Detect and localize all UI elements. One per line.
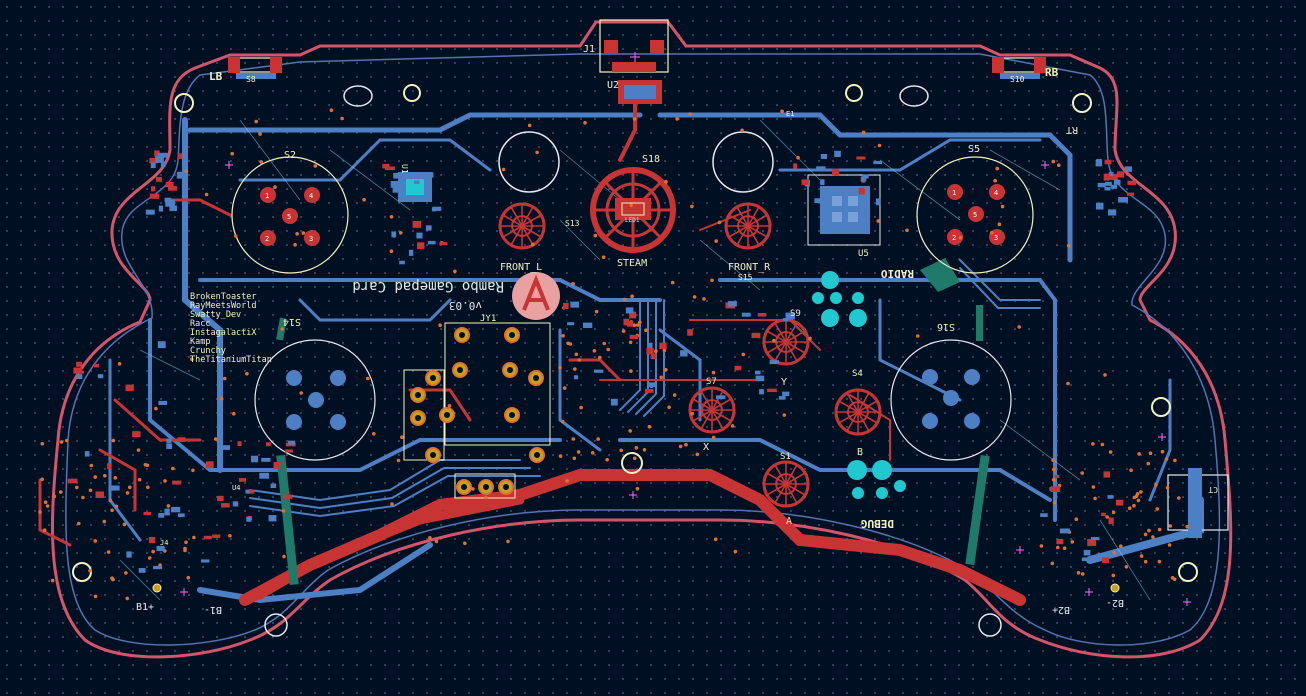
svg-text:1: 1 bbox=[952, 189, 956, 197]
label-s10: S10 bbox=[1010, 75, 1025, 84]
credit-1: BrokenToaster bbox=[190, 292, 257, 302]
label-u2: U2 bbox=[607, 80, 619, 91]
logo-mark bbox=[512, 272, 560, 320]
shoulder-button-s8[interactable] bbox=[228, 57, 282, 79]
joystick-s16[interactable] bbox=[890, 339, 1012, 461]
shoulder-button-s10[interactable] bbox=[992, 57, 1046, 79]
label-b1-minus: B1- bbox=[204, 604, 222, 615]
credit-2: RayMeetsWorld bbox=[190, 301, 257, 311]
x-button[interactable] bbox=[688, 386, 736, 434]
b-button[interactable] bbox=[834, 388, 882, 436]
label-s9: S9 bbox=[790, 309, 801, 319]
label-s7: S7 bbox=[706, 377, 717, 387]
label-y: Y bbox=[781, 377, 787, 388]
front-r-button[interactable] bbox=[724, 202, 772, 250]
credits-list: BrokenToaster RayMeetsWorld Swatty_Dev R… bbox=[190, 292, 272, 365]
credit-8: TheTitaniumTitan bbox=[190, 355, 272, 365]
board-outline-inner bbox=[65, 53, 1221, 646]
label-u5: U5 bbox=[858, 249, 869, 259]
label-s4: S4 bbox=[852, 369, 863, 379]
svg-text:1: 1 bbox=[265, 192, 269, 200]
a-button[interactable] bbox=[762, 460, 810, 508]
credit-3: Swatty_Dev bbox=[190, 310, 241, 320]
steam-button-s18[interactable] bbox=[590, 167, 676, 253]
label-b1-plus: B1+ bbox=[136, 602, 154, 613]
chip-u2[interactable] bbox=[618, 80, 662, 104]
svg-text:5: 5 bbox=[973, 211, 977, 219]
teal-zones bbox=[276, 258, 990, 586]
label-a: A bbox=[786, 516, 792, 527]
label-s1: S1 bbox=[780, 452, 791, 462]
label-j4: J4 bbox=[160, 539, 168, 547]
credit-4: Racc bbox=[190, 319, 210, 329]
header-pads[interactable] bbox=[410, 327, 545, 495]
label-led1: LED1 bbox=[625, 217, 640, 224]
svg-text:5: 5 bbox=[287, 213, 291, 221]
chip-u1[interactable] bbox=[398, 172, 432, 202]
label-e1: E1 bbox=[786, 110, 794, 118]
label-s2: S2 bbox=[284, 150, 296, 161]
red-buttons[interactable] bbox=[498, 202, 882, 508]
label-j1: J1 bbox=[583, 44, 595, 55]
button-cluster-s2[interactable] bbox=[231, 156, 349, 274]
label-b2-plus: B2+ bbox=[1052, 604, 1070, 615]
credit-5: InstagalactiX bbox=[190, 328, 257, 338]
label-ct: CT bbox=[1208, 485, 1218, 494]
label-jy1: JY1 bbox=[480, 314, 496, 324]
label-s13: S13 bbox=[565, 219, 580, 228]
silk-labels: J1 U2 S18 STEAM FRONT_L FRONT_R S2 S5 S8… bbox=[136, 44, 1218, 615]
credit-6: Kamp bbox=[190, 337, 210, 347]
svg-text:2: 2 bbox=[265, 235, 269, 243]
label-u1: U1 bbox=[400, 164, 409, 174]
chip-u5[interactable] bbox=[807, 174, 881, 246]
svg-text:4: 4 bbox=[309, 192, 313, 200]
mounting-holes bbox=[72, 84, 1198, 637]
label-front-r: FRONT_R bbox=[728, 262, 771, 273]
label-x: X bbox=[703, 442, 709, 453]
vias bbox=[38, 108, 1189, 601]
crosshair-markers bbox=[180, 161, 1191, 606]
svg-text:3: 3 bbox=[309, 235, 313, 243]
back-copper-traces bbox=[108, 112, 1204, 604]
label-rb: RB bbox=[1045, 66, 1059, 79]
label-s14: S14 bbox=[283, 316, 301, 327]
pad-numbers: 1 4 5 2 3 1 4 5 2 3 bbox=[265, 189, 998, 243]
label-s8: S8 bbox=[246, 75, 256, 84]
credit-7: Crunchy bbox=[190, 346, 226, 356]
label-s16: S16 bbox=[937, 321, 955, 332]
label-s5: S5 bbox=[968, 144, 980, 155]
label-s18: S18 bbox=[642, 154, 660, 165]
label-lb: LB bbox=[209, 70, 223, 83]
label-b: B bbox=[857, 447, 863, 458]
front-l-button[interactable] bbox=[498, 202, 546, 250]
board-outline bbox=[51, 20, 1233, 659]
joystick-s14[interactable] bbox=[254, 339, 376, 461]
y-button[interactable] bbox=[762, 318, 810, 366]
usb-connector-j1[interactable] bbox=[599, 19, 669, 73]
label-board-version: v0.03 bbox=[449, 299, 482, 312]
debug-pads[interactable] bbox=[847, 460, 906, 499]
label-front-l: FRONT_L bbox=[500, 262, 542, 273]
battery-connector[interactable] bbox=[1167, 468, 1229, 538]
label-b2-minus: B2- bbox=[1106, 597, 1124, 608]
label-radio: RADIO bbox=[881, 267, 914, 280]
svg-text:2: 2 bbox=[952, 234, 956, 242]
label-rt: RT bbox=[1066, 124, 1078, 135]
smd-components[interactable] bbox=[67, 150, 1136, 573]
label-u4: U4 bbox=[232, 484, 240, 492]
header-jy1[interactable] bbox=[403, 322, 551, 499]
svg-text:4: 4 bbox=[994, 189, 998, 197]
label-s15: S15 bbox=[738, 273, 753, 282]
radio-pads[interactable] bbox=[812, 271, 867, 327]
label-board-title: Rambo Gamepad Card bbox=[352, 278, 504, 294]
label-steam: STEAM bbox=[617, 258, 647, 269]
label-debug: DEBUG bbox=[861, 517, 894, 530]
svg-text:3: 3 bbox=[994, 234, 998, 242]
